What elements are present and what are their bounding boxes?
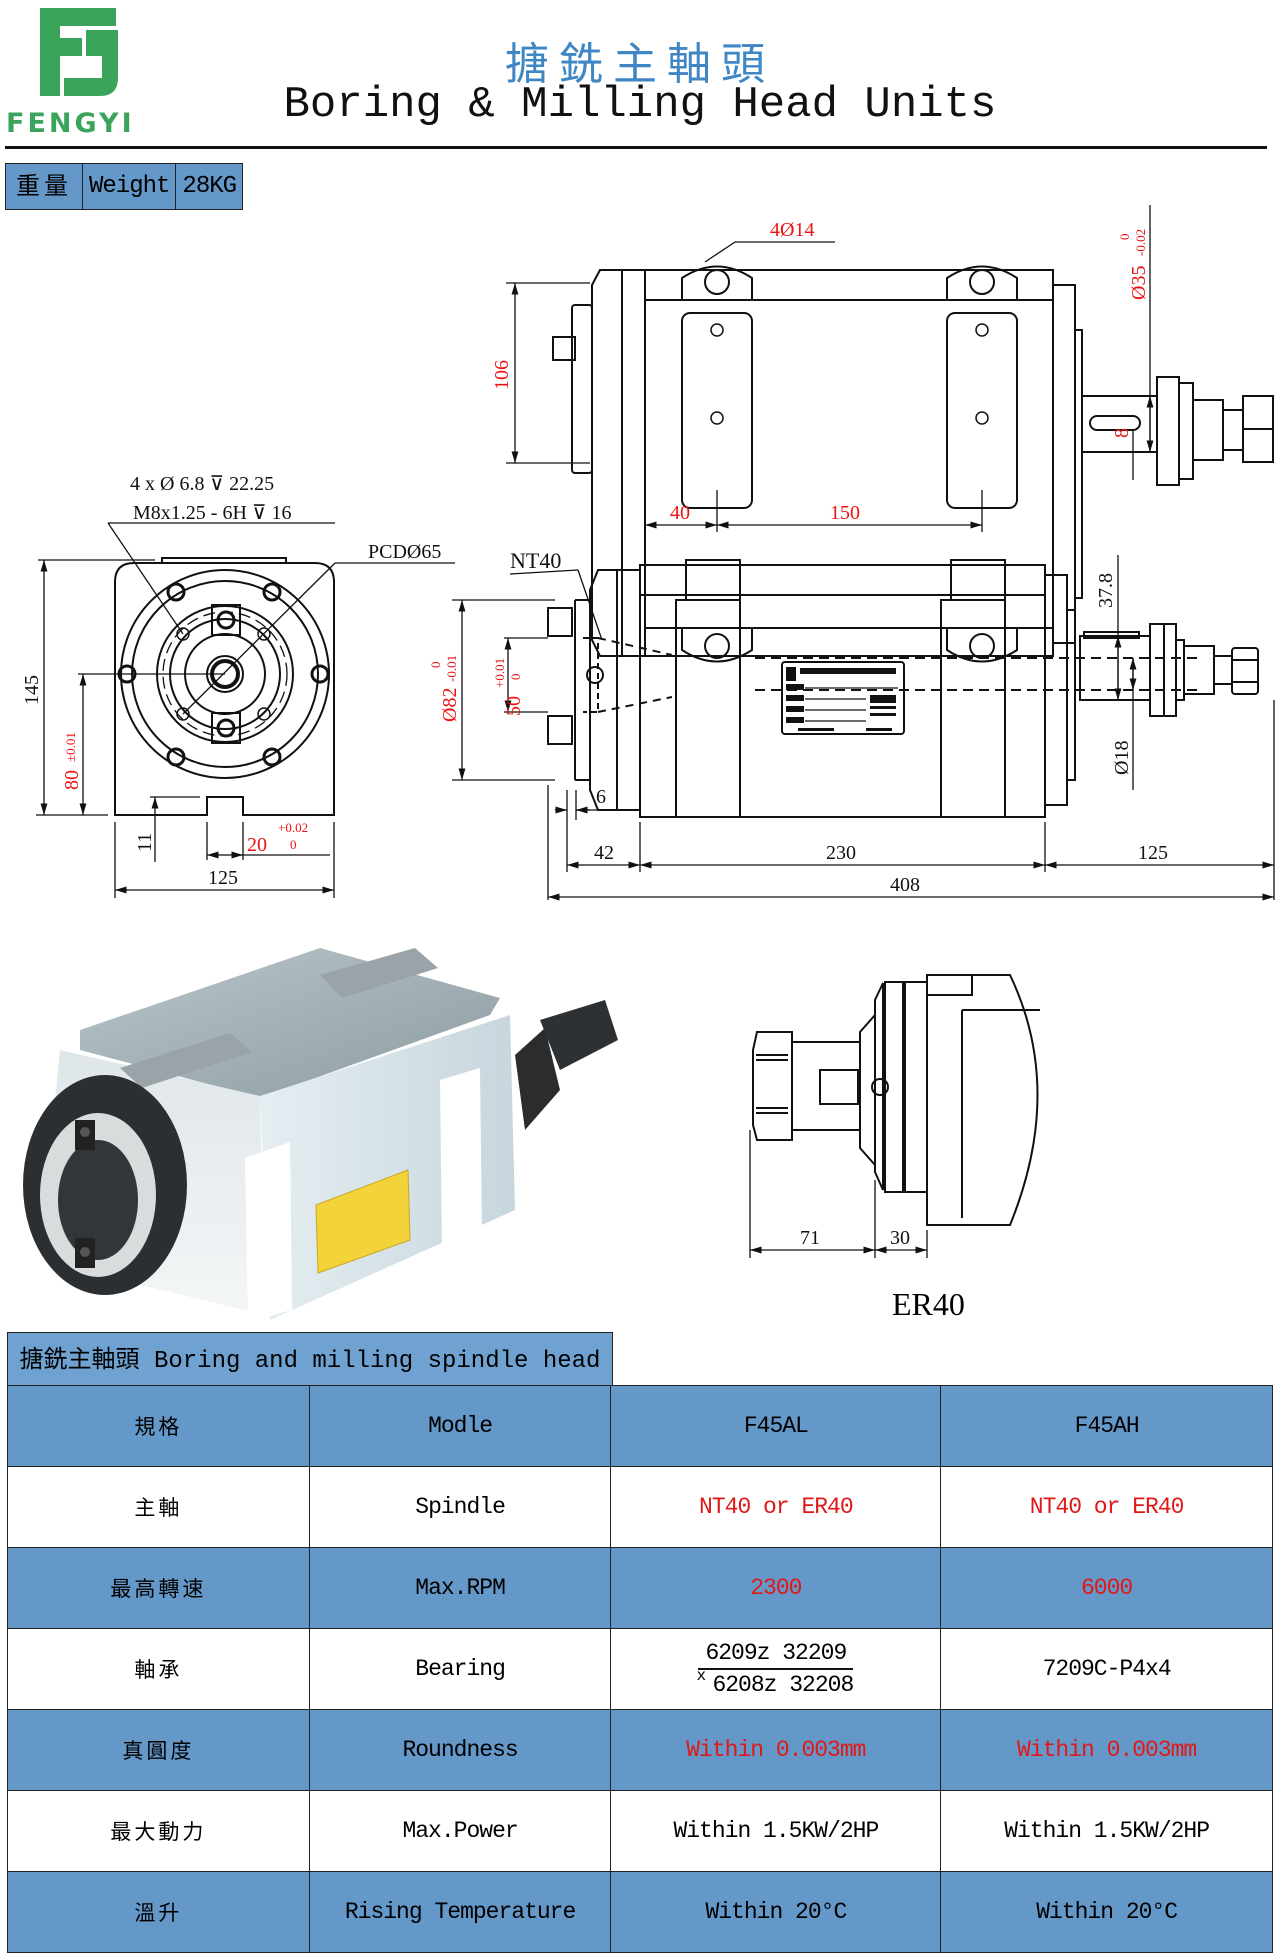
table-row: 真圓度 Roundness Within 0.003mm Within 0.00… [7, 1709, 1273, 1791]
product-render [23, 948, 618, 1320]
er40-dim-30: 30 [890, 1227, 910, 1249]
row-label-cn: 溫升 [7, 1871, 310, 1953]
side-dim-125: 125 [1138, 842, 1168, 864]
table-header-row: 規格 Modle F45AL F45AH [7, 1385, 1273, 1467]
row-label-cn: 主軸 [7, 1466, 310, 1548]
side-dim-42: 42 [594, 842, 614, 864]
title-en-text: Boring & Milling Head Units [283, 80, 997, 130]
side-shaft-dia: Ø18 [1111, 741, 1133, 775]
front-center-height: 80 [61, 770, 83, 790]
front-slot-width: 20 [247, 834, 267, 856]
row-value-col1: 2300 [610, 1547, 942, 1629]
table-row: 主軸 Spindle NT40 or ER40 NT40 or ER40 [7, 1466, 1273, 1548]
bearing-top: 6209z 32209 [698, 1638, 854, 1670]
side-pilot-dia: 50 [503, 696, 525, 716]
front-width-total: 125 [208, 867, 238, 889]
row-label-en: Spindle [308, 1466, 612, 1548]
spec-title-cn: 搪銑主軸頭 [19, 1345, 140, 1373]
row-value-col2: 7209C-P4x4 [940, 1628, 1273, 1710]
page-title-cn: 搪銑主軸頭 [0, 28, 1280, 92]
row-value-col1: 6209z 32209 x 6208z 32208 [610, 1628, 942, 1710]
front-slot-tol-lower: 0 [290, 837, 297, 852]
header-col1: F45AL [610, 1385, 942, 1467]
row-value-col2: Within 20°C [940, 1871, 1273, 1953]
er40-view [752, 974, 1040, 1226]
row-label-cn: 真圓度 [7, 1709, 310, 1791]
brand-name: FENGYI [6, 108, 135, 139]
top-shaft-tol-upper: 0 [1117, 234, 1132, 241]
front-pcd: PCDØ65 [368, 541, 441, 563]
top-hole-callout: 4Ø14 [770, 219, 814, 241]
front-height-total: 145 [21, 675, 43, 705]
spec-title-en: Boring and milling spindle head [153, 1348, 601, 1375]
header-cn: 規格 [7, 1385, 310, 1467]
side-pilot-tol-lower: 0 [508, 674, 523, 681]
weight-label-cn: 重量 [6, 164, 83, 209]
row-value-col1: Within 0.003mm [610, 1709, 942, 1791]
row-value-col1: Within 1.5KW/2HP [610, 1790, 942, 1872]
front-slot-depth: 11 [134, 833, 156, 852]
top-dim-40: 40 [670, 502, 690, 524]
bearing-times: x [696, 1667, 706, 1685]
bearing-fraction: 6209z 32209 x 6208z 32208 [696, 1638, 854, 1700]
side-pilot-tol-upper: +0.01 [492, 658, 507, 688]
side-dim-230: 230 [826, 842, 856, 864]
er40-dim-71: 71 [800, 1227, 820, 1249]
page-title-en: Boring & Milling Head Units [0, 80, 1280, 130]
table-row: 軸承 Bearing 6209z 32209 x 6208z 32208 720… [7, 1628, 1273, 1710]
weight-label-en: Weight [83, 164, 177, 209]
top-shaft-dia: Ø35 [1128, 266, 1150, 300]
row-label-en: Rising Temperature [308, 1871, 612, 1953]
row-label-cn: 最高轉速 [7, 1547, 310, 1629]
row-label-en: Max.Power [308, 1790, 612, 1872]
row-value-col2: 6000 [940, 1547, 1273, 1629]
top-key-width: 8 [1111, 428, 1133, 438]
row-value-col2: NT40 or ER40 [940, 1466, 1273, 1548]
technical-drawings: 4Ø14 106 40 150 Ø35 0 -0.02 8 4 x Ø 6.8 … [21, 205, 1275, 1258]
er40-label: ER40 [892, 1286, 965, 1322]
spec-table: 規格 Modle F45AL F45AH 主軸 Spindle NT40 or … [7, 1385, 1273, 1953]
spec-table-title: 搪銑主軸頭 Boring and milling spindle head [7, 1332, 613, 1385]
row-label-en: Bearing [308, 1628, 612, 1710]
top-height-dim: 106 [491, 360, 513, 390]
top-view [552, 265, 1274, 663]
front-slot-tol-upper: +0.02 [278, 820, 308, 835]
fengyi-logo-icon [40, 8, 118, 96]
header-divider [5, 146, 1267, 149]
header-en: Modle [308, 1385, 612, 1467]
weight-value: 28KG [182, 173, 237, 200]
front-hole-note-1: 4 x Ø 6.8 ⊽ 22.25 [130, 473, 274, 495]
row-value-col1: NT40 or ER40 [610, 1466, 942, 1548]
nameplate [781, 661, 905, 735]
top-dim-150: 150 [830, 502, 860, 524]
side-dim-408: 408 [890, 874, 920, 896]
row-value-col2: Within 1.5KW/2HP [940, 1790, 1273, 1872]
weight-box: 重量 Weight 28KG [5, 163, 244, 210]
side-flange-tol-lower: -0.01 [444, 655, 459, 682]
row-label-cn: 最大動力 [7, 1790, 310, 1872]
bearing-bottom: 6208z 32208 [712, 1672, 854, 1698]
side-spindle-label: NT40 [510, 548, 561, 573]
table-row: 最高轉速 Max.RPM 2300 6000 [7, 1547, 1273, 1629]
front-center-tol: ±0.01 [63, 732, 78, 762]
front-view [36, 522, 455, 898]
side-dim-37-8: 37.8 [1095, 573, 1117, 608]
header-col2: F45AH [940, 1385, 1273, 1467]
row-label-en: Roundness [308, 1709, 612, 1791]
table-row: 溫升 Rising Temperature Within 20°C Within… [7, 1871, 1273, 1953]
row-label-cn: 軸承 [7, 1628, 310, 1710]
row-value-col1: Within 20°C [610, 1871, 942, 1953]
side-view [547, 559, 1259, 818]
row-value-col2: Within 0.003mm [940, 1709, 1273, 1791]
top-shaft-tol-lower: -0.02 [1133, 229, 1148, 256]
mounting-ears [681, 265, 1018, 663]
side-flange-tol-upper: 0 [428, 662, 443, 669]
table-row: 最大動力 Max.Power Within 1.5KW/2HP Within 1… [7, 1790, 1273, 1872]
title-cn-text: 搪銑主軸頭 [505, 40, 775, 89]
side-dim-6: 6 [596, 786, 606, 808]
front-hole-note-2: M8x1.25 - 6H ⊽ 16 [133, 502, 292, 524]
side-flange-dia: Ø82 [439, 688, 461, 722]
row-label-en: Max.RPM [308, 1547, 612, 1629]
